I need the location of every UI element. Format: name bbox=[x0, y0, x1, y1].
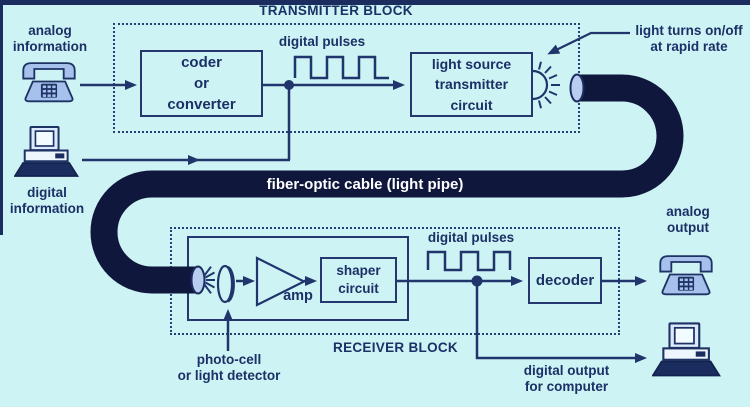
digital-pulses-label-transmitter: digital pulses bbox=[278, 34, 366, 49]
telephone-icon-analog-output bbox=[659, 255, 713, 296]
analog-output-label: analog output bbox=[666, 204, 710, 235]
amp-label: amp bbox=[283, 288, 313, 304]
coder-box-line: coder bbox=[181, 54, 222, 71]
receiver-block-title: RECEIVER BLOCK bbox=[333, 340, 458, 355]
analog-information-label: analog information bbox=[12, 23, 88, 54]
light-annotation: light turns on/off at rapid rate bbox=[635, 23, 743, 54]
shaper-circuit-box: shaper circuit bbox=[320, 257, 397, 303]
digital-information-label: digital information bbox=[9, 185, 85, 216]
decoder-box-label: decoder bbox=[535, 272, 595, 289]
light-source-box-line: transmitter bbox=[434, 76, 509, 93]
digital-pulses-label-receiver: digital pulses bbox=[427, 230, 515, 245]
shaper-box-line: shaper bbox=[336, 262, 381, 278]
computer-icon-digital-output bbox=[652, 322, 721, 377]
fiber-optic-cable-label: fiber-optic cable (light pipe) bbox=[266, 176, 464, 193]
digital-output-label: digital output for computer bbox=[523, 363, 610, 394]
coder-box-line: converter bbox=[167, 96, 236, 113]
decoder-box: decoder bbox=[528, 257, 602, 304]
top-edge-border bbox=[0, 0, 750, 5]
light-source-box-line: circuit bbox=[450, 96, 493, 113]
coder-box: coder or converter bbox=[140, 50, 263, 117]
telephone-icon-analog-input bbox=[22, 62, 76, 103]
left-edge-border bbox=[0, 0, 3, 235]
computer-icon-digital-input bbox=[14, 125, 79, 178]
light-source-box: light source transmitter circuit bbox=[410, 52, 533, 117]
transmitter-block-title: TRANSMITTER BLOCK bbox=[259, 3, 413, 18]
light-source-box-line: light source bbox=[431, 56, 512, 73]
coder-box-line: or bbox=[194, 75, 209, 92]
shaper-box-line: circuit bbox=[338, 281, 379, 296]
photocell-label: photo-cell or light detector bbox=[177, 352, 281, 383]
